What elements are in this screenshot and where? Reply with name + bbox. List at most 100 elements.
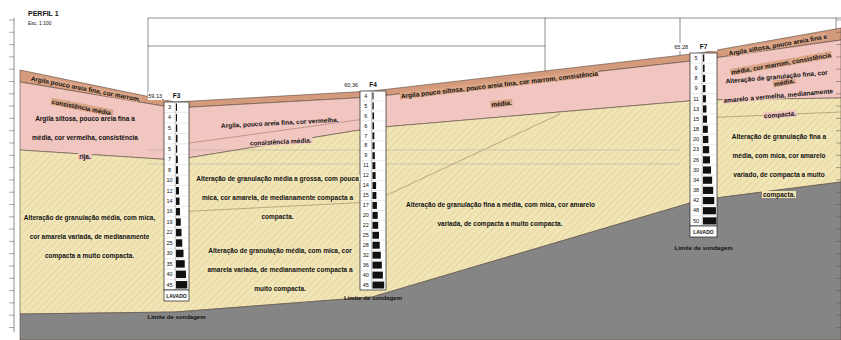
log-row — [164, 164, 189, 165]
log-row — [164, 133, 189, 134]
axis-tick — [836, 278, 841, 279]
axis-tick — [9, 315, 14, 316]
axis-tick — [9, 44, 14, 45]
spt-value: 22 — [164, 229, 175, 236]
borehole-column — [690, 53, 717, 226]
spt-bar — [176, 198, 180, 205]
spt-value: 8 — [360, 142, 372, 149]
spt-value: 45 — [360, 282, 372, 289]
frame-line — [148, 46, 545, 47]
spt-bar — [372, 242, 379, 249]
spt-value: 12 — [360, 172, 372, 179]
spt-bar — [703, 166, 711, 173]
layer-label: Argila, pouco areia fina, cor vermelha, … — [209, 106, 351, 152]
spt-value: 11 — [360, 162, 372, 169]
spt-value: 7 — [360, 133, 372, 140]
axis-tick — [836, 290, 841, 291]
layer-label: Argila siltosa, pouco areia fina a média… — [26, 106, 144, 164]
spt-bar — [372, 212, 377, 219]
log-row — [360, 170, 386, 171]
level-line — [148, 164, 680, 165]
spt-value: 10 — [164, 177, 175, 184]
log-row — [690, 63, 717, 64]
spt-value: 34 — [690, 177, 702, 184]
spt-value: 9 — [360, 152, 372, 159]
spt-value: 20 — [360, 212, 372, 219]
log-row — [164, 102, 189, 103]
axis-tick — [9, 266, 14, 267]
axis-tick — [9, 179, 14, 180]
axis-tick — [836, 20, 841, 21]
log-row — [690, 114, 717, 115]
log-row — [690, 83, 717, 84]
layer-label: Argila siltosa, pouco areia fina e média… — [724, 23, 837, 98]
spt-bar — [703, 207, 716, 214]
layer-description: Alteração de granulação fina, cor amarel… — [722, 69, 834, 120]
spt-bar — [372, 182, 376, 189]
axis-tick — [836, 229, 841, 230]
limit-note: Limite de sondagem — [333, 295, 413, 301]
borehole-log — [164, 102, 189, 290]
borehole-head: F359,13 — [128, 91, 189, 101]
profile-title: PERFIL 1 — [28, 10, 59, 17]
axis-tick — [9, 290, 14, 291]
lavado-tag: LAVADO — [690, 229, 717, 235]
borehole-name: F4 — [360, 80, 386, 89]
spt-value: 38 — [690, 187, 702, 194]
log-row — [690, 103, 717, 104]
spt-bar — [703, 136, 708, 143]
axis-tick — [836, 204, 841, 205]
frame-line — [545, 18, 546, 72]
lavado-tag: LAVADO — [164, 293, 189, 299]
spt-bar — [372, 192, 376, 199]
axis-tick — [836, 179, 841, 180]
log-row — [690, 124, 717, 125]
spt-bar — [372, 93, 373, 100]
axis-tick — [9, 241, 14, 242]
spt-bar — [176, 135, 178, 142]
spt-bar — [176, 208, 180, 215]
spt-bar — [703, 156, 710, 163]
spt-value: 20 — [690, 136, 702, 143]
spt-bar — [176, 156, 178, 163]
spt-bar — [176, 239, 182, 246]
limit-note: Limite de sondagem — [664, 245, 744, 251]
spt-value: 30 — [164, 250, 175, 257]
log-row — [690, 215, 717, 216]
layer-description: Alteração de granulação média, com mica,… — [206, 247, 353, 292]
spt-bar — [176, 260, 185, 267]
spt-value: 8 — [164, 167, 175, 174]
axis-tick — [9, 192, 14, 193]
log-row — [690, 93, 717, 94]
frame-line — [148, 18, 149, 96]
log-row — [164, 216, 189, 217]
spt-bar — [176, 104, 177, 111]
spt-value: 19 — [164, 219, 175, 226]
spt-value: 4 — [164, 114, 175, 121]
limit-note: Limite de sondagem — [137, 314, 217, 320]
axis-tick — [836, 216, 841, 217]
spt-value: 5 — [164, 146, 175, 153]
log-row — [360, 130, 386, 131]
spt-value: 23 — [690, 146, 702, 153]
layer-label: Alteração de granulação média a grossa, … — [195, 166, 360, 224]
spt-bar — [176, 229, 182, 236]
axis-tick — [9, 302, 14, 303]
layer-description: Argila pouco siltosa, pouco areia fina, … — [399, 70, 599, 109]
axis-tick — [9, 204, 14, 205]
log-row — [164, 196, 189, 197]
layer-description: Argila, pouco areia fina, cor vermelha, … — [220, 116, 340, 147]
log-row — [360, 230, 386, 231]
layer-label: Argila pouco siltosa, pouco areia fina, … — [398, 61, 601, 122]
spt-value: 32 — [360, 252, 372, 259]
spt-bar — [703, 65, 705, 72]
log-row — [360, 190, 386, 191]
log-row — [360, 210, 386, 211]
spt-value: 5 — [690, 55, 702, 62]
spt-value: 42 — [690, 197, 702, 204]
spt-value: 6 — [360, 113, 372, 120]
log-row — [164, 143, 189, 144]
spt-bar — [176, 124, 177, 131]
spt-bar — [176, 166, 178, 173]
